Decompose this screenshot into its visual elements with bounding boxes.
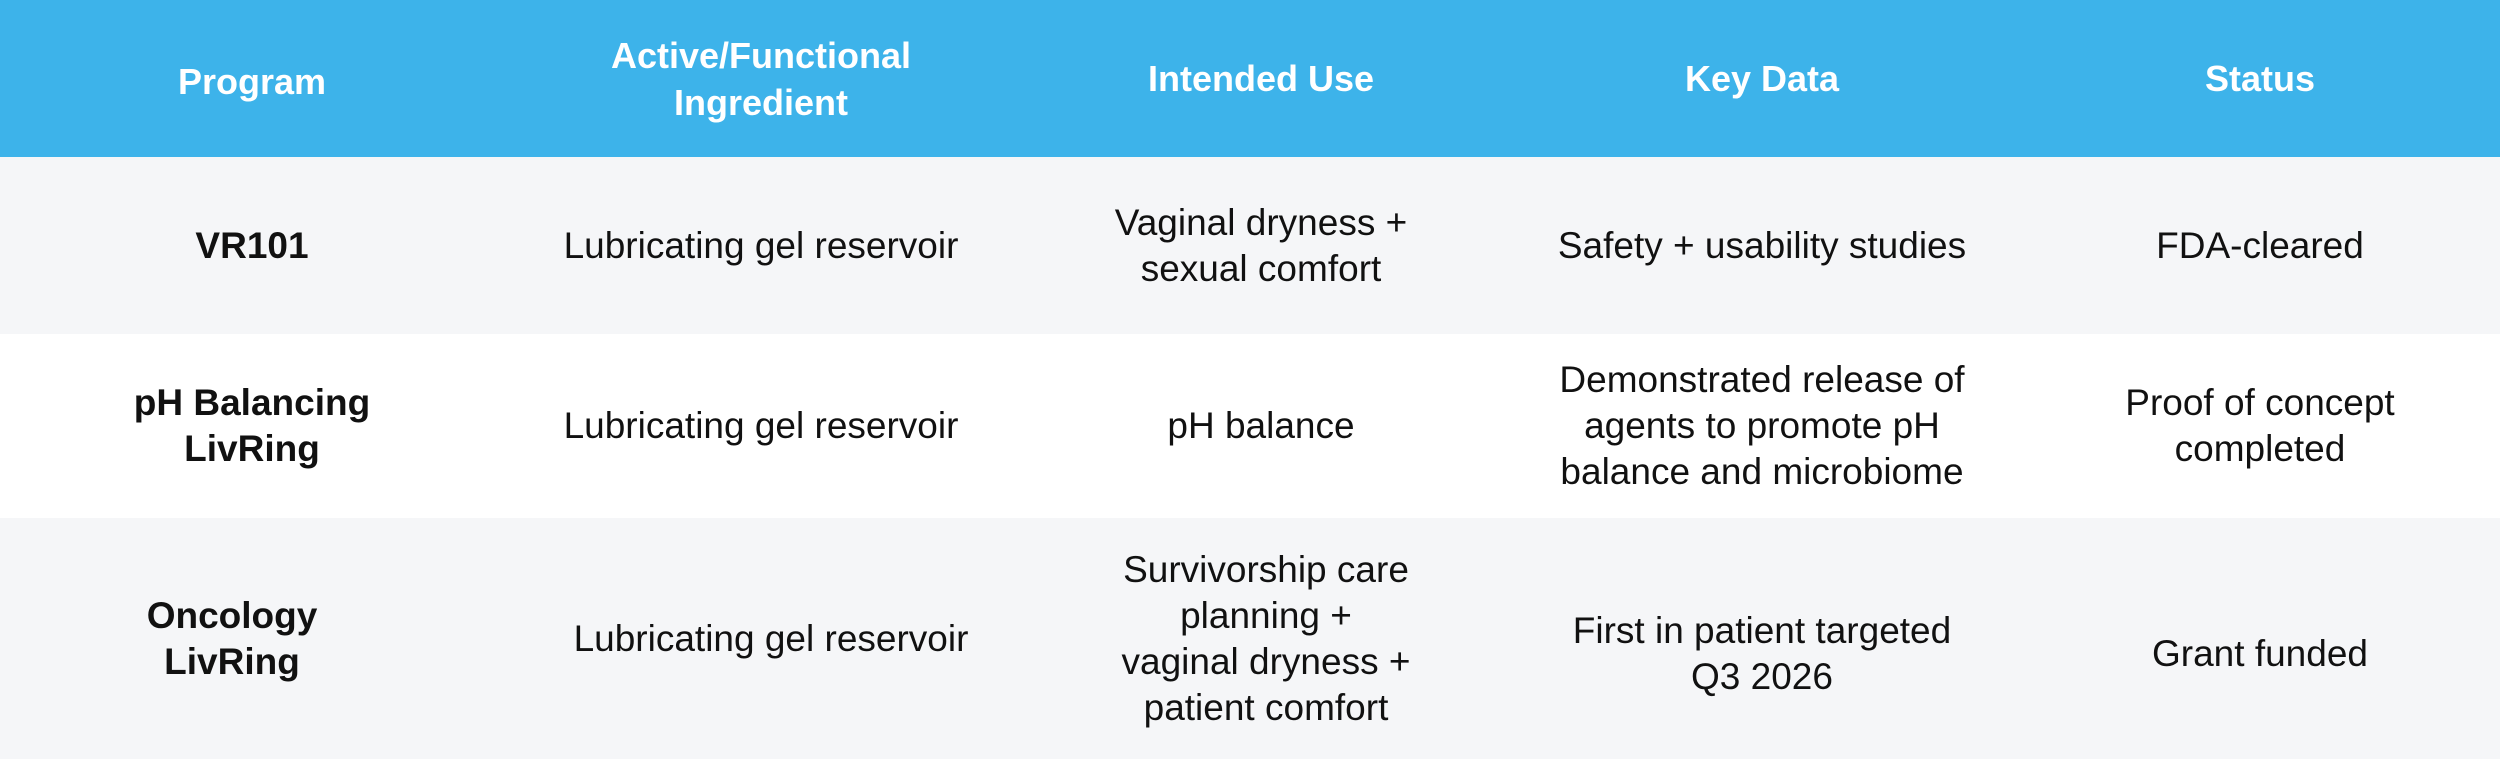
table-header-row: Program Active/Functional Ingredient Int… — [0, 0, 2500, 157]
cell-intended-use: Survivorship care planning + vaginal dry… — [1121, 548, 1411, 728]
cell-ingredient: Lubricating gel reservoir — [563, 405, 959, 446]
header-program: Program — [177, 61, 327, 102]
cell-program: pH Balancing LivRing — [133, 382, 371, 469]
header-key-data: Key Data — [1684, 58, 1840, 99]
cell-key-data: Demonstrated release of agents to promot… — [1559, 359, 1965, 492]
cell-intended-use: pH balance — [1167, 405, 1355, 446]
cell-status: FDA-cleared — [2156, 224, 2364, 266]
header-intended-use: Intended Use — [1147, 58, 1375, 99]
cell-key-data: First in patient targeted Q3 2026 — [1572, 609, 1952, 697]
cell-intended-use: Vaginal dryness + sexual comfort — [1114, 201, 1408, 289]
cell-ingredient: Lubricating gel reservoir — [573, 617, 969, 659]
table-row: pH Balancing LivRing Lubricating gel res… — [0, 334, 2500, 518]
header-ingredient: Active/Functional Ingredient — [610, 34, 912, 123]
table-row: Oncology LivRing Lubricating gel reservo… — [0, 518, 2500, 759]
cell-program: Oncology LivRing — [146, 594, 318, 682]
cell-status: Grant funded — [2152, 632, 2368, 674]
cell-key-data: Safety + usability studies — [1557, 224, 1967, 266]
cell-status: Proof of concept completed — [2125, 382, 2395, 469]
cell-ingredient: Lubricating gel reservoir — [563, 224, 959, 266]
table-row: VR101 Lubricating gel reservoir Vaginal … — [0, 157, 2500, 334]
cell-program: VR101 — [195, 224, 309, 266]
header-status: Status — [2204, 58, 2316, 99]
